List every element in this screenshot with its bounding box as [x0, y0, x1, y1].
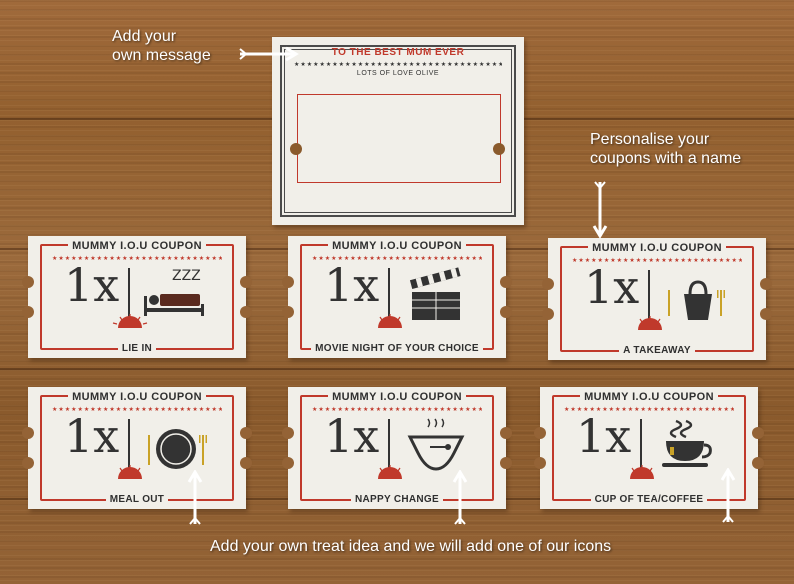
ticket-notch — [282, 457, 294, 469]
caption-line: own message — [112, 47, 211, 64]
ticket-notch — [752, 427, 764, 439]
ticket-notch — [752, 457, 764, 469]
up-arrow-icon — [452, 470, 468, 525]
coupon-meal-out: MUMMY I.O.U COUPON ★★★★★★★★★★★★★★★★★★★★★… — [22, 387, 252, 509]
teacup-icon — [662, 419, 712, 467]
ticket-notch — [240, 306, 252, 318]
coupon-label: LIE IN — [117, 343, 157, 354]
caption-personalise: Personalise your coupons with a name — [590, 130, 741, 168]
ticket-notch — [22, 276, 34, 288]
ticket-notch — [22, 427, 34, 439]
ticket-notch — [282, 306, 294, 318]
bed-icon: ZZZ — [144, 268, 204, 316]
coupon-quantity: 1x — [576, 409, 632, 463]
message-card-border — [280, 45, 516, 217]
coupon-header: MUMMY I.O.U COUPON — [68, 240, 206, 252]
takeaway-bag-icon — [668, 280, 725, 320]
coupon-divider — [388, 268, 390, 326]
stars-divider: ★★★★★★★★★★★★★★★★★★★★★★★★★★★★★★ — [52, 256, 222, 262]
coupon-quantity: 1x — [64, 258, 120, 312]
coupon-header: MUMMY I.O.U COUPON — [588, 242, 726, 254]
stars-divider: ★★★★★★★★★★★★★★★★★★★★★★★★★★★★★★ — [564, 407, 734, 413]
ticket-notch — [542, 278, 554, 290]
ticket-notch — [500, 427, 512, 439]
coupon-label: MOVIE NIGHT OF YOUR CHOICE — [311, 343, 483, 354]
sunrise-icon — [118, 465, 142, 479]
coupon-quantity: 1x — [324, 409, 380, 463]
caption-line: coupons with a name — [590, 150, 742, 167]
coupon-label: MEAL OUT — [105, 494, 169, 505]
ticket-notch — [500, 276, 512, 288]
clapperboard-icon — [409, 267, 461, 320]
coupon-label: NAPPY CHANGE — [351, 494, 443, 505]
stars-divider: ★★★★★★★★★★★★★★★★★★★★★★★★★★★★★★ — [312, 256, 482, 262]
ticket-notch — [542, 308, 554, 320]
coupon-quantity: 1x — [324, 258, 380, 312]
up-arrow-icon — [720, 468, 736, 523]
stars-divider: ★★★★★★★★★★★★★★★★★★★★★★★★★★★★★★★★★★★★★ — [294, 62, 502, 68]
caption-add-message: Add your own message — [112, 27, 211, 65]
ticket-notch — [240, 276, 252, 288]
stars-divider: ★★★★★★★★★★★★★★★★★★★★★★★★★★★★★★ — [572, 258, 742, 264]
down-arrow-icon — [592, 181, 608, 239]
ticket-notch — [760, 278, 772, 290]
ticket-notch — [534, 457, 546, 469]
punch-hole — [493, 143, 505, 155]
coupon-quantity: 1x — [584, 260, 640, 314]
ticket-notch — [282, 276, 294, 288]
coupon-movie-night: MUMMY I.O.U COUPON ★★★★★★★★★★★★★★★★★★★★★… — [282, 236, 512, 358]
caption-line: Personalise your — [590, 131, 710, 148]
coupon-label: CUP OF TEA/COFFEE — [590, 494, 708, 505]
coupon-header: MUMMY I.O.U COUPON — [328, 240, 466, 252]
up-arrow-icon — [187, 470, 203, 525]
coupon-lie-in: MUMMY I.O.U COUPON ★★★★★★★★★★★★★★★★★★★★★… — [22, 236, 252, 358]
coupon-nappy-change: MUMMY I.O.U COUPON ★★★★★★★★★★★★★★★★★★★★★… — [282, 387, 512, 509]
punch-hole — [290, 143, 302, 155]
sunrise-icon — [112, 314, 148, 328]
coupon-label: A TAKEAWAY — [619, 345, 695, 356]
message-write-box — [297, 94, 501, 183]
coupon-takeaway: MUMMY I.O.U COUPON ★★★★★★★★★★★★★★★★★★★★★… — [542, 238, 772, 360]
coupon-divider — [128, 419, 130, 477]
message-card: TO THE BEST MUM EVER ★★★★★★★★★★★★★★★★★★★… — [272, 37, 524, 225]
caption-treat-idea: Add your own treat idea and we will add … — [210, 538, 612, 555]
ticket-notch — [500, 457, 512, 469]
ticket-notch — [240, 457, 252, 469]
stars-divider: ★★★★★★★★★★★★★★★★★★★★★★★★★★★★★★ — [312, 407, 482, 413]
ticket-notch — [500, 306, 512, 318]
sunrise-icon — [638, 316, 662, 330]
message-card-inner-border — [284, 49, 512, 213]
wood-plank-seam — [0, 368, 794, 370]
coupon-divider — [640, 419, 642, 477]
coupon-header: MUMMY I.O.U COUPON — [68, 391, 206, 403]
plate-icon — [148, 429, 207, 469]
ticket-notch — [760, 308, 772, 320]
message-card-title: TO THE BEST MUM EVER — [331, 47, 465, 58]
ticket-notch — [282, 427, 294, 439]
right-arrow-icon — [239, 46, 299, 62]
sunrise-icon — [630, 465, 654, 479]
sunrise-icon — [378, 465, 402, 479]
coupon-header: MUMMY I.O.U COUPON — [328, 391, 466, 403]
coupon-divider — [388, 419, 390, 477]
ticket-notch — [240, 427, 252, 439]
message-card-subtitle: LOTS OF LOVE OLIVE — [356, 70, 440, 77]
coupon-divider — [128, 268, 130, 326]
coupon-quantity: 1x — [64, 409, 120, 463]
stars-divider: ★★★★★★★★★★★★★★★★★★★★★★★★★★★★★★ — [52, 407, 222, 413]
ticket-notch — [22, 457, 34, 469]
ticket-notch — [534, 427, 546, 439]
coupon-divider — [648, 270, 650, 328]
coupon-tea-coffee: MUMMY I.O.U COUPON ★★★★★★★★★★★★★★★★★★★★★… — [534, 387, 764, 509]
ticket-notch — [22, 306, 34, 318]
nappy-icon — [407, 418, 465, 471]
svg-text:ZZZ: ZZZ — [172, 268, 201, 284]
sunrise-icon — [378, 314, 402, 328]
coupon-header: MUMMY I.O.U COUPON — [580, 391, 718, 403]
caption-line: Add your — [112, 28, 177, 45]
